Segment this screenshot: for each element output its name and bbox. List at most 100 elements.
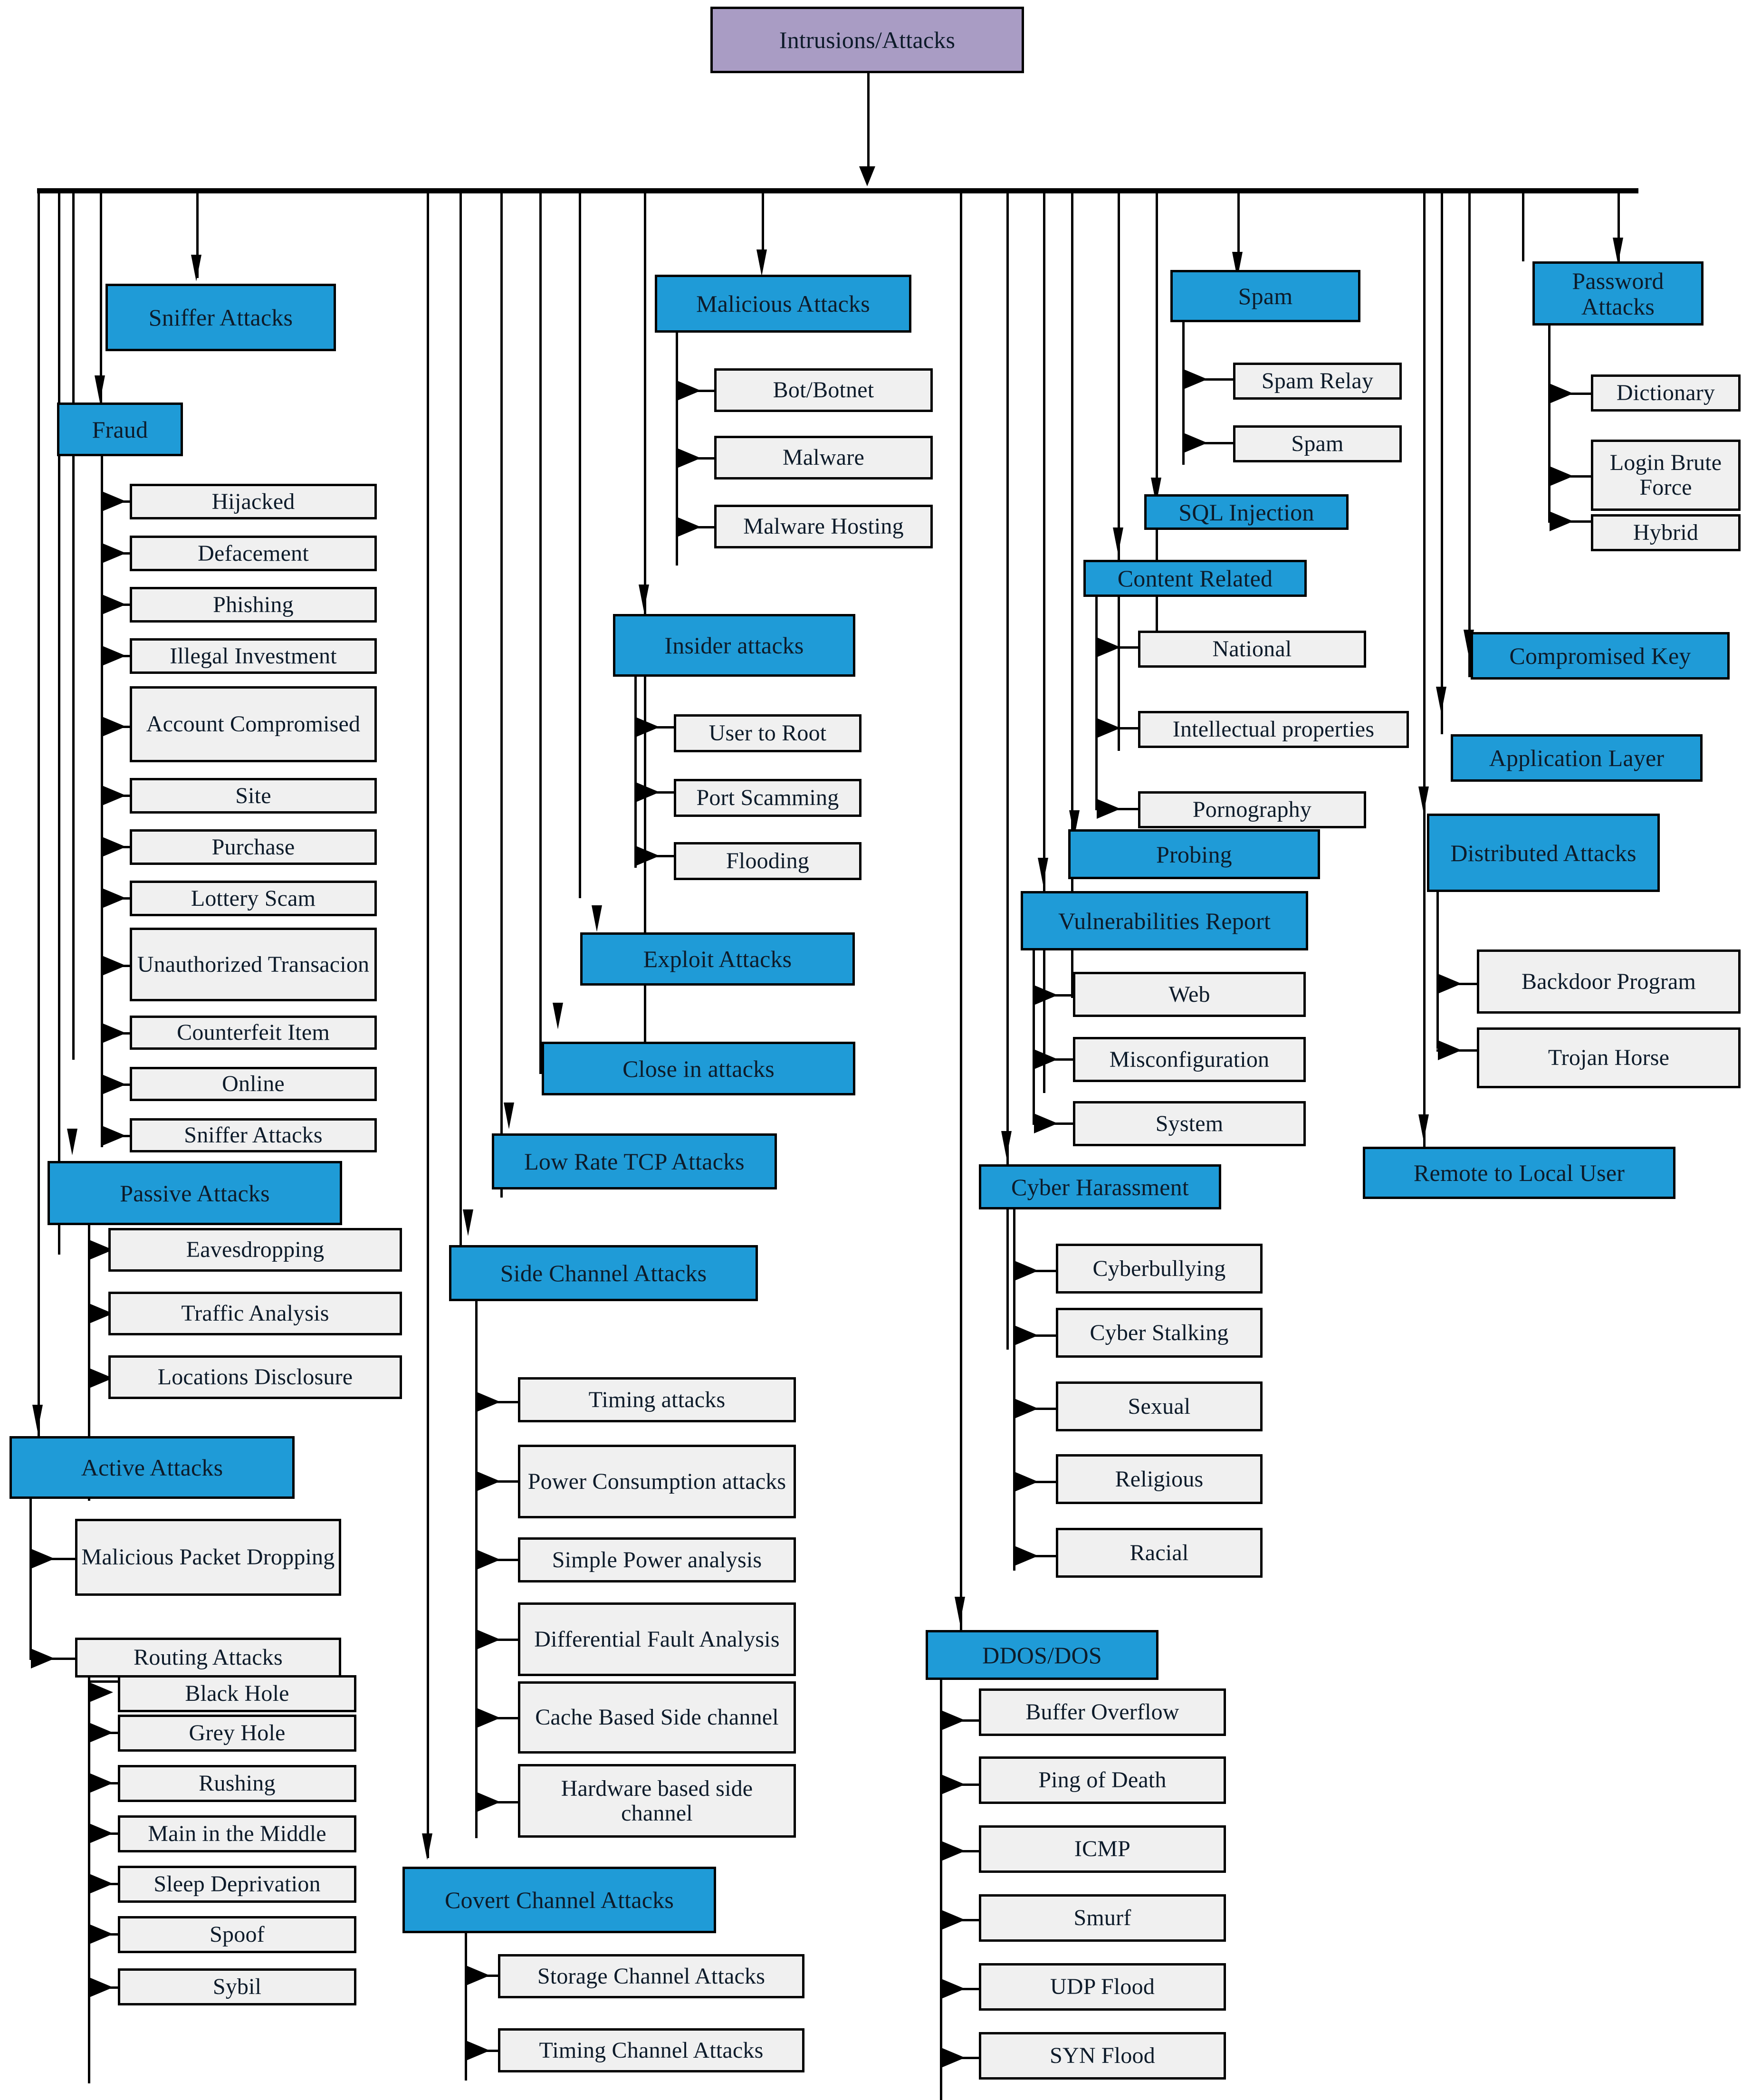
node-distributed-trojan-horse[interactable]: Trojan Horse: [1477, 1027, 1741, 1088]
node-distributed-attacks[interactable]: Distributed Attacks: [1427, 814, 1660, 892]
node-harass-sexual[interactable]: Sexual: [1056, 1381, 1263, 1431]
arrow-spam-2-icon: [1184, 433, 1207, 453]
node-probing[interactable]: Probing: [1068, 829, 1320, 879]
node-sniffer-attacks[interactable]: Sniffer Attacks: [105, 284, 336, 351]
node-spam-spam-relay[interactable]: Spam Relay: [1233, 363, 1402, 400]
node-harass-racial[interactable]: Racial: [1056, 1528, 1263, 1578]
harass-connector-2: [1013, 1334, 1068, 1337]
node-passive-attacks[interactable]: Passive Attacks: [48, 1161, 342, 1225]
covert-connector-1: [465, 1975, 517, 1977]
node-passive-locations-disclosure[interactable]: Locations Disclosure: [108, 1355, 402, 1399]
node-ddos-dos[interactable]: DDOS/DOS: [926, 1630, 1158, 1680]
node-passive-traffic-analysis[interactable]: Traffic Analysis: [108, 1292, 402, 1335]
node-active-routing-attacks[interactable]: Routing Attacks: [75, 1638, 341, 1678]
node-side-timing-attacks[interactable]: Timing attacks: [518, 1377, 796, 1422]
node-malicious-attacks[interactable]: Malicious Attacks: [655, 275, 911, 333]
node-routing-rushing[interactable]: Rushing: [118, 1765, 356, 1802]
node-vuln-system[interactable]: System: [1073, 1101, 1306, 1146]
node-side-hardware-based-side-channel[interactable]: Hardware based side channel: [518, 1764, 796, 1838]
node-cyber-harassment[interactable]: Cyber Harassment: [979, 1164, 1221, 1209]
node-side-simple-power-analysis[interactable]: Simple Power analysis: [518, 1537, 796, 1582]
node-side-cache-based-side-channel[interactable]: Cache Based Side channel: [518, 1681, 796, 1754]
node-password-dictionary[interactable]: Dictionary: [1591, 374, 1741, 412]
node-routing-sleep-deprivation[interactable]: Sleep Deprivation: [118, 1866, 356, 1903]
node-fraud-hijacked[interactable]: Hijacked: [130, 484, 377, 519]
node-ddos-smurf[interactable]: Smurf: [979, 1894, 1226, 1942]
node-malicious-malware-hosting[interactable]: Malware Hosting: [714, 505, 933, 548]
node-ddos-icmp[interactable]: ICMP: [979, 1825, 1226, 1873]
node-routing-black-hole[interactable]: Black Hole: [118, 1675, 356, 1712]
node-password-login-brute-force[interactable]: Login Brute Force: [1591, 440, 1741, 511]
node-active-attacks[interactable]: Active Attacks: [10, 1436, 295, 1499]
node-malicious-malware[interactable]: Malware: [714, 436, 933, 479]
bus-drop-18: [1156, 190, 1158, 637]
node-ddos-ping-of-death[interactable]: Ping of Death: [979, 1756, 1226, 1804]
node-sql-injection[interactable]: SQL Injection: [1144, 494, 1349, 530]
node-fraud-unauthorized-transacion[interactable]: Unauthorized Transacion: [130, 928, 377, 1001]
node-fraud-online[interactable]: Online: [130, 1067, 377, 1101]
node-password-hybrid[interactable]: Hybrid: [1591, 514, 1741, 551]
node-covert-timing-channel-attacks[interactable]: Timing Channel Attacks: [498, 2028, 804, 2072]
node-harass-religious[interactable]: Religious: [1056, 1454, 1263, 1504]
node-close-in-attacks[interactable]: Close in attacks: [542, 1042, 855, 1095]
node-exploit-attacks[interactable]: Exploit Attacks: [580, 932, 855, 986]
node-ddos-syn-flood[interactable]: SYN Flood: [979, 2032, 1226, 2080]
node-spam-spam[interactable]: Spam: [1233, 425, 1402, 462]
node-harass-cyberbullying[interactable]: Cyberbullying: [1056, 1244, 1263, 1294]
node-content-related[interactable]: Content Related: [1083, 560, 1307, 597]
node-side-channel-attacks[interactable]: Side Channel Attacks: [449, 1245, 758, 1301]
node-routing-grey-hole[interactable]: Grey Hole: [118, 1715, 356, 1752]
node-spam[interactable]: Spam: [1170, 270, 1360, 322]
node-content-intellectual-properties[interactable]: Intellectual properties: [1138, 711, 1409, 748]
node-fraud-illegal-investment[interactable]: Illegal Investment: [130, 638, 377, 674]
node-password-attacks[interactable]: Password Attacks: [1532, 261, 1704, 326]
node-side-differential-fault-analysis[interactable]: Differential Fault Analysis: [518, 1602, 796, 1676]
node-harass-cyber-stalking[interactable]: Cyber Stalking: [1056, 1308, 1263, 1358]
node-routing-main-in-the-middle[interactable]: Main in the Middle: [118, 1815, 356, 1852]
node-vulnerabilities-report[interactable]: Vulnerabilities Report: [1021, 891, 1308, 950]
node-root-intrusions-attacks[interactable]: Intrusions/Attacks: [710, 7, 1024, 73]
node-vuln-web[interactable]: Web: [1073, 972, 1306, 1017]
node-fraud[interactable]: Fraud: [57, 403, 183, 456]
arrow-harass-2-icon: [1015, 1325, 1038, 1345]
node-insider-flooding[interactable]: Flooding: [674, 842, 861, 880]
node-insider-port-scamming[interactable]: Port Scamming: [674, 779, 861, 817]
node-routing-spoof[interactable]: Spoof: [118, 1916, 356, 1953]
node-passive-eavesdropping[interactable]: Eavesdropping: [108, 1228, 402, 1272]
content-connector-2: [1095, 727, 1150, 729]
node-routing-sybil[interactable]: Sybil: [118, 1968, 356, 2005]
node-ddos-udp-flood[interactable]: UDP Flood: [979, 1963, 1226, 2011]
node-covert-storage-channel-attacks[interactable]: Storage Channel Attacks: [498, 1954, 804, 1998]
node-insider-user-to-root[interactable]: User to Root: [674, 714, 861, 752]
node-fraud-account-compromised[interactable]: Account Compromised: [130, 686, 377, 762]
node-fraud-lottery-scam[interactable]: Lottery Scam: [130, 881, 377, 916]
node-insider-attacks[interactable]: Insider attacks: [613, 614, 855, 677]
node-remote-to-local-user[interactable]: Remote to Local User: [1363, 1147, 1675, 1199]
node-fraud-sniffer-attacks[interactable]: Sniffer Attacks: [130, 1118, 377, 1152]
arrow-to-close-in-attacks: [553, 1003, 563, 1029]
arrow-routing-2-icon: [89, 1723, 113, 1743]
node-fraud-counterfeit-item[interactable]: Counterfeit Item: [130, 1016, 377, 1050]
node-malicious-bot-botnet[interactable]: Bot/Botnet: [714, 368, 933, 412]
node-fraud-site[interactable]: Site: [130, 778, 377, 814]
node-distributed-backdoor-program[interactable]: Backdoor Program: [1477, 949, 1741, 1014]
node-covert-channel-attacks[interactable]: Covert Channel Attacks: [402, 1867, 716, 1933]
node-application-layer[interactable]: Application Layer: [1451, 734, 1703, 782]
node-content-pornography[interactable]: Pornography: [1138, 791, 1366, 828]
bus-drop-20: [1423, 190, 1426, 1148]
arrow-fraud-10-icon: [102, 1023, 126, 1043]
node-side-power-consumption-attacks[interactable]: Power Consumption attacks: [518, 1445, 796, 1518]
node-fraud-phishing[interactable]: Phishing: [130, 587, 377, 623]
node-low-rate-tcp-attacks[interactable]: Low Rate TCP Attacks: [492, 1133, 777, 1189]
arrow-to-application-layer: [1436, 687, 1446, 713]
arrow-active-1-icon: [31, 1549, 55, 1569]
node-content-national[interactable]: National: [1138, 631, 1366, 668]
node-ddos-buffer-overflow[interactable]: Buffer Overflow: [979, 1688, 1226, 1736]
node-compromised-key[interactable]: Compromised Key: [1471, 632, 1730, 680]
node-fraud-purchase[interactable]: Purchase: [130, 829, 377, 865]
node-fraud-defacement[interactable]: Defacement: [130, 536, 377, 571]
node-vuln-misconfiguration[interactable]: Misconfiguration: [1073, 1037, 1306, 1082]
bus-drop-6: [427, 190, 429, 1858]
node-active-malicious-packet-dropping[interactable]: Malicious Packet Dropping: [75, 1519, 341, 1596]
arrow-content-2-icon: [1097, 718, 1120, 738]
